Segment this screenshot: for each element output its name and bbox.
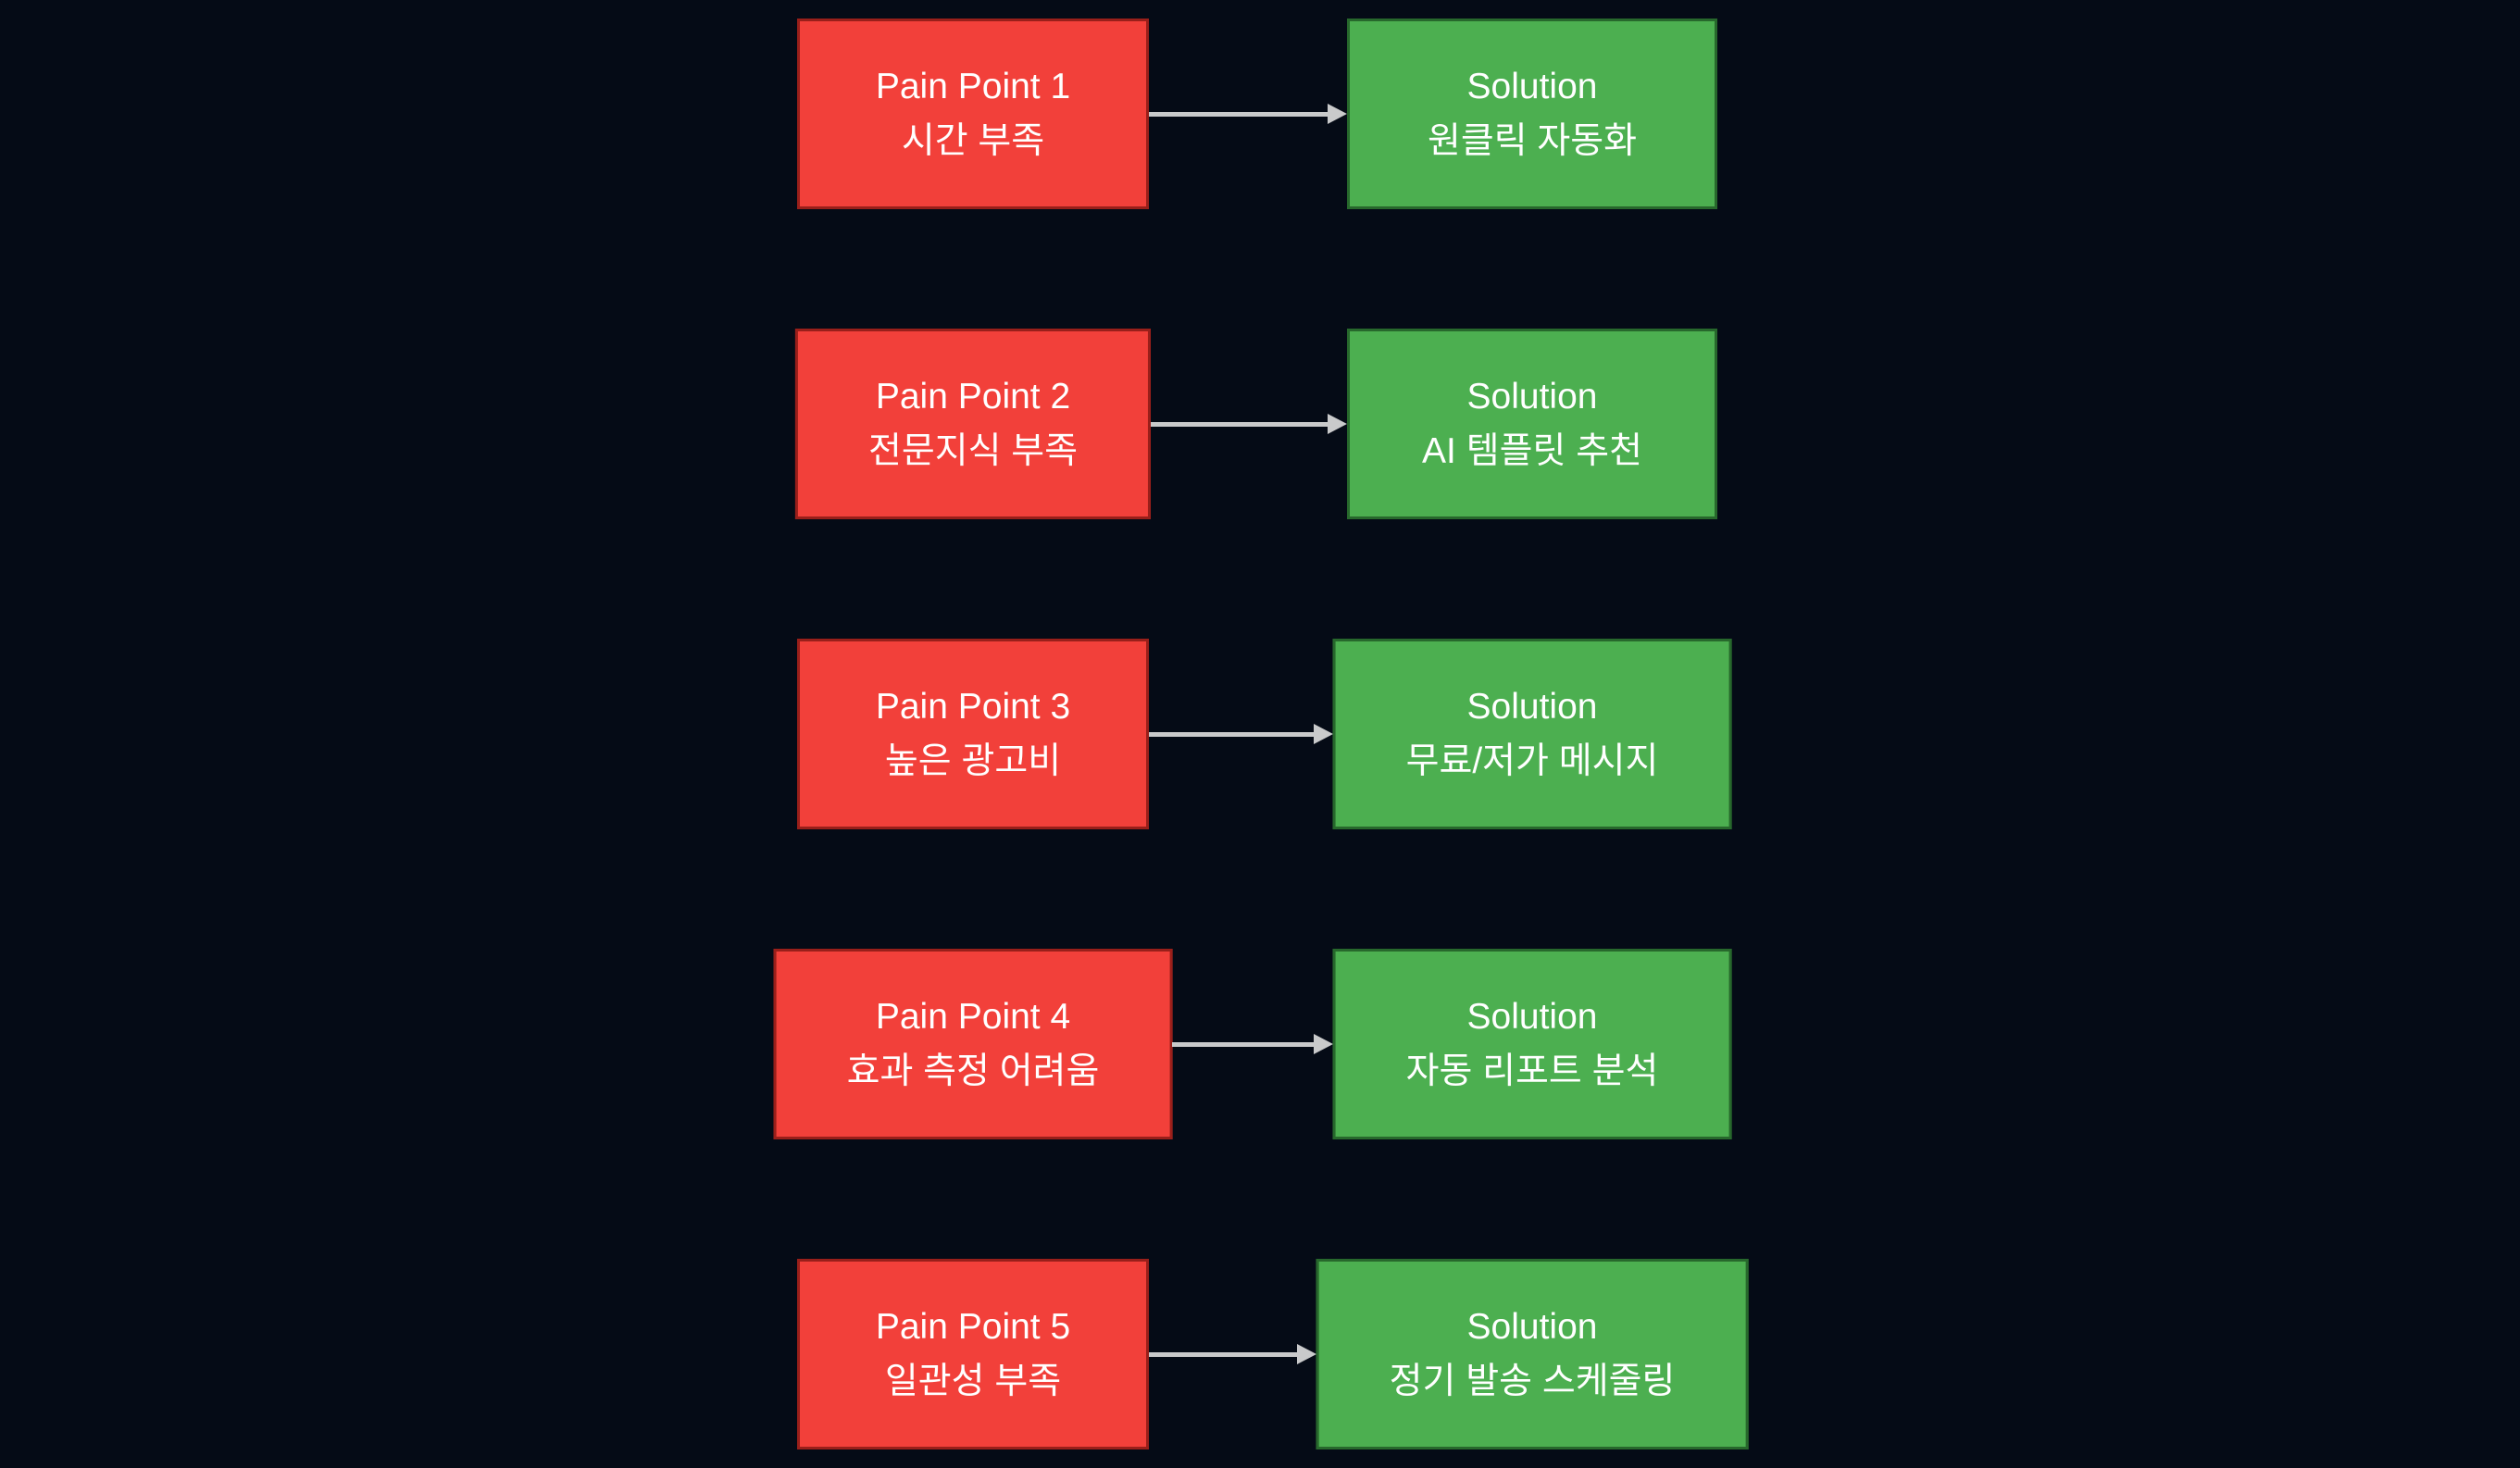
pain-point-box: Pain Point 2 전문지식 부족	[794, 329, 1152, 519]
pain-point-title: Pain Point 1	[875, 67, 1071, 106]
arrow-line	[1149, 1351, 1300, 1357]
solution-box: Solution 자동 리포트 분석	[1332, 949, 1732, 1139]
solution-box: Solution 무료/저가 메시지	[1332, 639, 1732, 829]
pain-point-box: Pain Point 5 일관성 부족	[797, 1259, 1149, 1449]
solution-subtitle: 자동 리포트 분석	[1405, 1051, 1659, 1091]
solution-title: Solution	[1466, 997, 1598, 1037]
arrow-head-icon	[1296, 1344, 1316, 1364]
pain-point-subtitle: 시간 부족	[901, 121, 1045, 161]
pain-point-subtitle: 높은 광고비	[884, 741, 1062, 781]
solution-subtitle: AI 템플릿 추천	[1422, 431, 1642, 471]
diagram-row-3: Pain Point 3 높은 광고비 Solution 무료/저가 메시지	[0, 639, 2520, 829]
solution-box: Solution 원클릭 자동화	[1347, 19, 1717, 209]
diagram-row-5: Pain Point 5 일관성 부족 Solution 정기 발송 스케줄링	[0, 1259, 2520, 1449]
diagram-row-1: Pain Point 1 시간 부족 Solution 원클릭 자동화	[0, 19, 2520, 209]
pain-point-title: Pain Point 5	[875, 1307, 1071, 1347]
pain-point-subtitle: 일관성 부족	[884, 1362, 1062, 1401]
arrow-line	[1151, 421, 1330, 427]
solution-subtitle: 무료/저가 메시지	[1405, 741, 1659, 781]
arrow-line	[1149, 731, 1316, 737]
solution-title: Solution	[1466, 377, 1598, 417]
pain-point-box: Pain Point 3 높은 광고비	[797, 639, 1149, 829]
pain-point-box: Pain Point 4 효과 측정 어려움	[773, 949, 1173, 1139]
arrow-line	[1149, 111, 1330, 117]
solution-box: Solution AI 템플릿 추천	[1347, 329, 1717, 519]
diagram-row-4: Pain Point 4 효과 측정 어려움 Solution 자동 리포트 분…	[0, 949, 2520, 1139]
arrow-head-icon	[1313, 724, 1333, 744]
pain-point-subtitle: 전문지식 부족	[867, 431, 1079, 471]
arrow-line	[1172, 1041, 1316, 1047]
diagram-row-2: Pain Point 2 전문지식 부족 Solution AI 템플릿 추천	[0, 329, 2520, 519]
pain-point-box: Pain Point 1 시간 부족	[797, 19, 1149, 209]
pain-point-subtitle: 효과 측정 어려움	[846, 1051, 1100, 1091]
solution-title: Solution	[1466, 687, 1598, 727]
arrow-head-icon	[1313, 1034, 1333, 1054]
pain-point-title: Pain Point 4	[875, 997, 1071, 1037]
arrow-head-icon	[1328, 104, 1347, 124]
solution-subtitle: 정기 발송 스케줄링	[1389, 1362, 1676, 1401]
solution-title: Solution	[1466, 67, 1598, 106]
pain-point-title: Pain Point 2	[875, 377, 1071, 417]
pain-point-title: Pain Point 3	[875, 687, 1071, 727]
arrow-head-icon	[1328, 414, 1347, 434]
solution-box: Solution 정기 발송 스케줄링	[1316, 1259, 1749, 1449]
solution-subtitle: 원클릭 자동화	[1427, 121, 1638, 161]
solution-title: Solution	[1466, 1307, 1598, 1347]
